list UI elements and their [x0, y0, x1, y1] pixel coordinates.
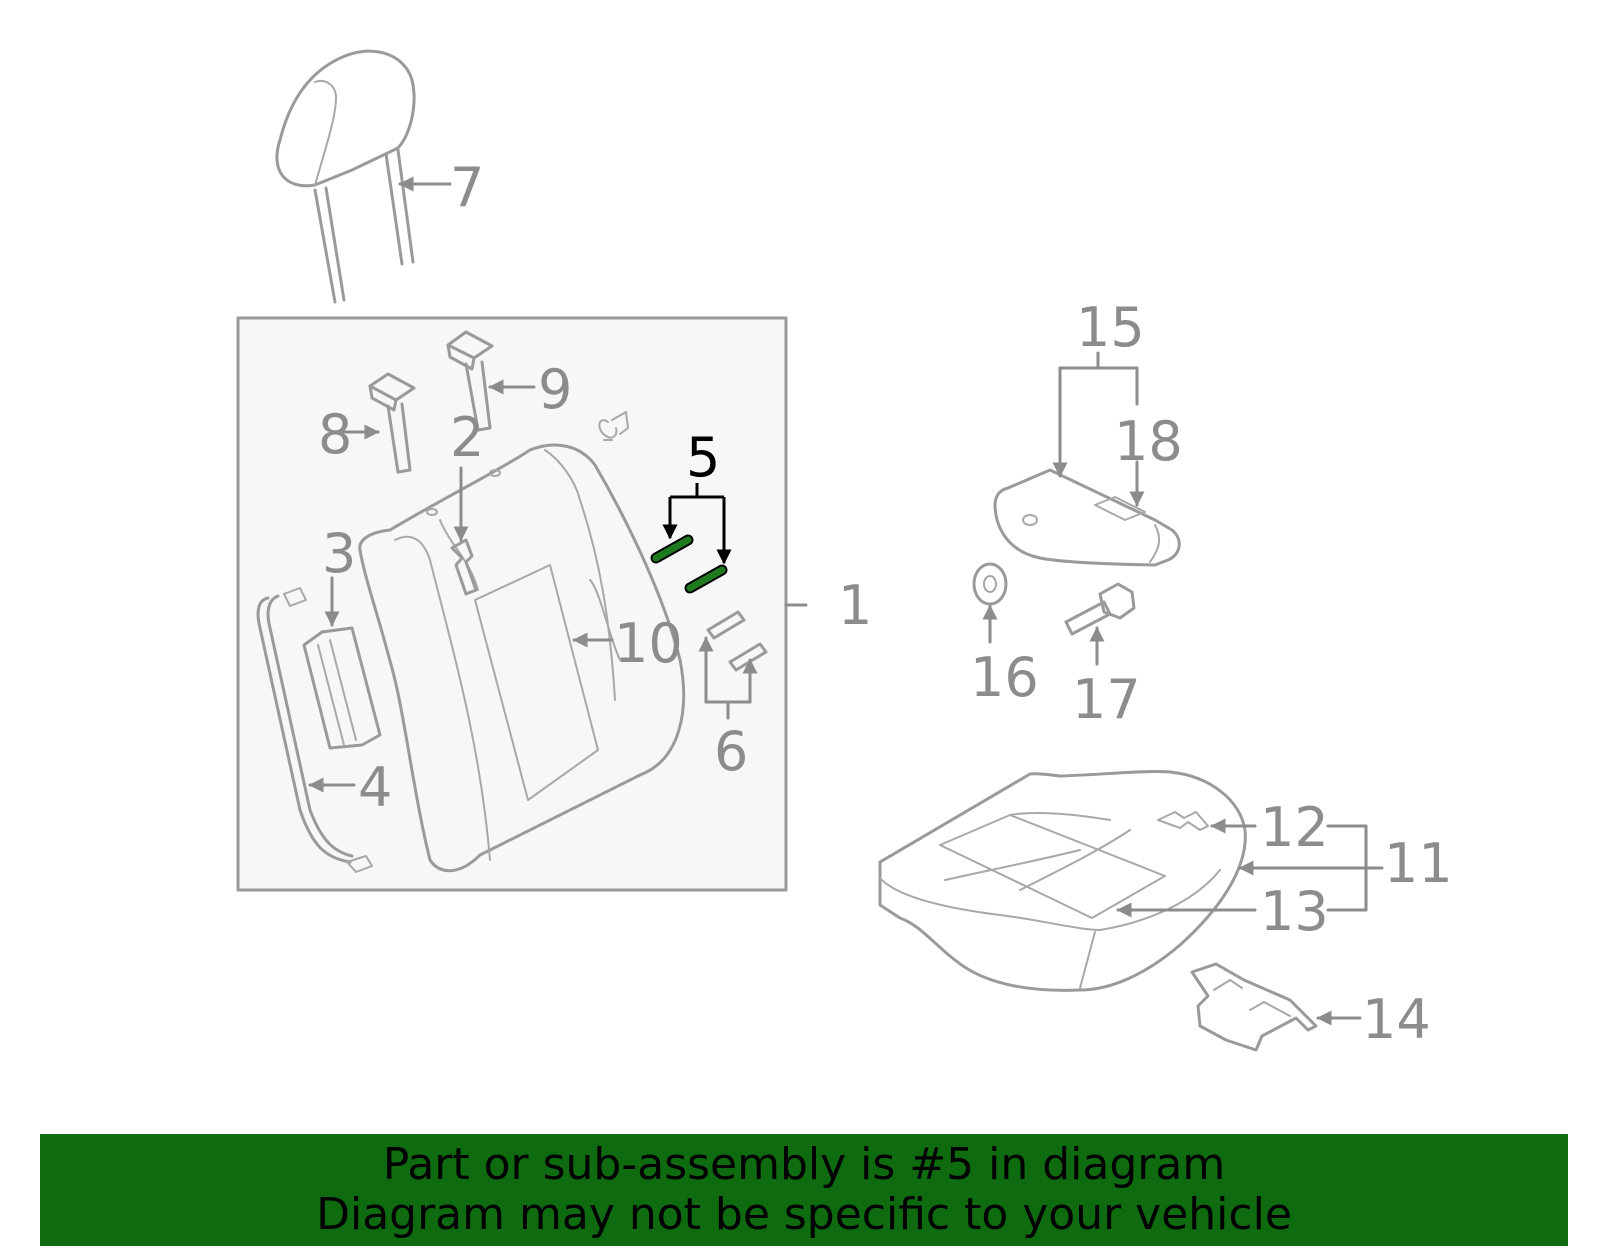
headrest-part-7	[275, 49, 416, 304]
retainer-hook	[598, 411, 629, 441]
leader-6-bracket	[698, 636, 758, 720]
callout-7: 7	[450, 156, 484, 219]
callout-1: 1	[838, 574, 872, 637]
banner-line-2: Diagram may not be specific to your vehi…	[316, 1189, 1292, 1240]
callout-15: 15	[1076, 296, 1145, 359]
callout-5: 5	[686, 426, 720, 489]
callout-13: 13	[1260, 880, 1329, 943]
callout-8: 8	[318, 403, 352, 466]
banner-line-1: Part or sub-assembly is #5 in diagram	[382, 1139, 1226, 1190]
pin-part-6	[706, 610, 768, 672]
leader-11-bracket	[1238, 824, 1384, 912]
clip-part-12	[1157, 811, 1209, 831]
washer-part-16	[972, 562, 1008, 606]
callout-3: 3	[322, 522, 356, 585]
headrest-guide-part-9	[446, 330, 494, 432]
seatback-assembly-frame	[236, 316, 788, 892]
callout-18: 18	[1114, 410, 1183, 473]
clip-part-2	[450, 538, 478, 596]
info-banner-background	[40, 1134, 1568, 1246]
callout-10: 10	[614, 612, 683, 675]
side-trim-part-15	[993, 468, 1181, 567]
headrest-guide-part-8	[368, 372, 416, 474]
bracket-part-14	[1190, 962, 1318, 1052]
leader-5-bracket	[662, 483, 732, 565]
leader-15-bracket	[1052, 351, 1139, 478]
seatback-cushion-part	[358, 443, 686, 873]
callout-11: 11	[1384, 832, 1453, 895]
callout-12: 12	[1260, 796, 1329, 859]
pin-part-5-highlighted	[650, 534, 728, 594]
callout-2: 2	[450, 406, 484, 469]
info-banner: Part or sub-assembly is #5 in diagram Di…	[40, 1134, 1568, 1246]
wire-harness-part-4	[256, 587, 373, 873]
callout-9: 9	[538, 358, 572, 421]
seat-cushion-part-11	[878, 770, 1247, 992]
airbag-module-part-3	[302, 626, 382, 750]
callout-16: 16	[970, 646, 1039, 709]
callout-4: 4	[358, 756, 392, 819]
callout-6: 6	[714, 720, 748, 783]
callout-17: 17	[1072, 668, 1141, 731]
callout-14: 14	[1362, 988, 1431, 1051]
bolt-part-17	[1064, 582, 1136, 636]
